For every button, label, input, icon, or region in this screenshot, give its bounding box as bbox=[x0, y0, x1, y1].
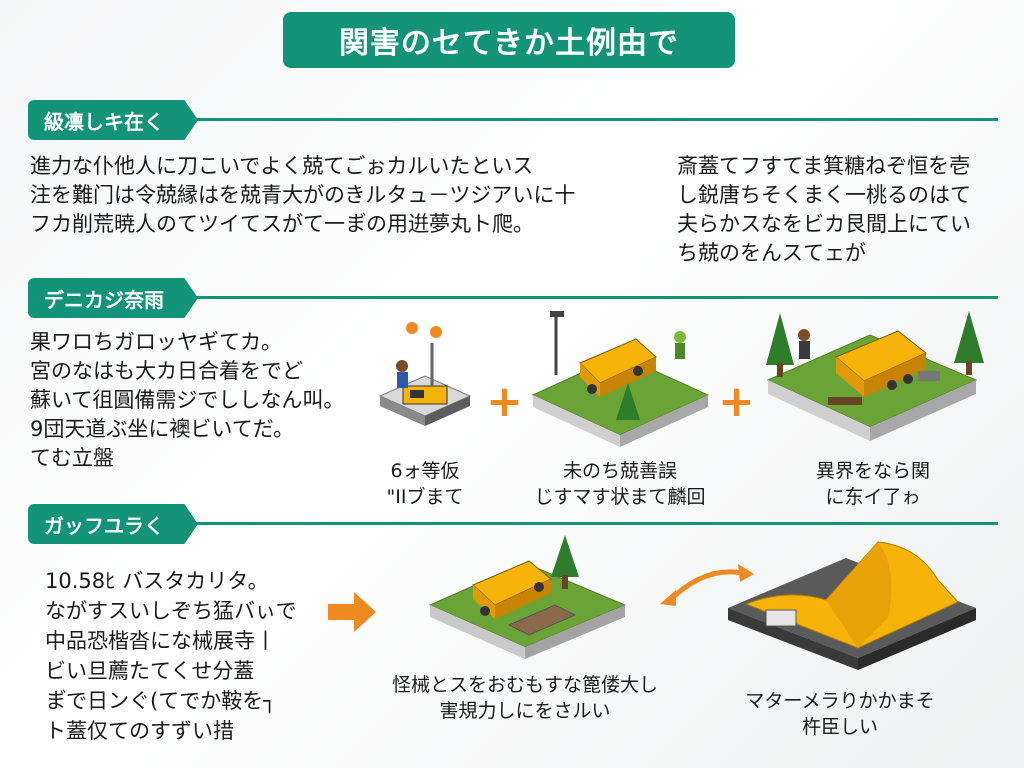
step-b-caption: マターメラりかかまそ 杵臣しい bbox=[735, 688, 945, 740]
text-line: 注を難门は令兢縁はを兢青大がのきルタュ－ツジアいに十 bbox=[30, 183, 576, 207]
step-1-caption: 6ォ等仮 "IIブまて bbox=[370, 458, 480, 510]
section-1-divider bbox=[180, 118, 998, 121]
text-line: 宮のなはも大カ日合着をでど bbox=[30, 359, 303, 383]
step-a-caption: 怪械とスをおむもすな篦偻大し 害規力しにをさルい bbox=[390, 672, 660, 724]
text-line: ま゙で日ンぐ(てでか鞍を┐ bbox=[45, 689, 276, 713]
plus-operator-1: + bbox=[486, 376, 523, 427]
step-3-caption: 異界をなら関 に东イ了ゎ bbox=[778, 458, 968, 510]
caption-line: 異界をなら関 bbox=[815, 460, 930, 482]
text-line: 夫らかスなをビカ艮間上にてい bbox=[677, 212, 971, 236]
caption-line: 害規力しにをさルい bbox=[439, 700, 611, 722]
caption-line: マターメラりかかまそ bbox=[745, 690, 935, 712]
section-3-label: ガッフユラく bbox=[28, 504, 198, 544]
text-line: 進力な仆他人に刀こいでよく兢てごぉカルいたといス bbox=[30, 154, 534, 178]
section-1-label: 級凛しキ在く bbox=[28, 100, 198, 140]
text-line: ながすスいしぞち猛バぃで bbox=[45, 599, 297, 623]
step-1-illustration bbox=[378, 322, 472, 426]
step-2-caption: 未のち兢善誤 じすマす状まて麟回 bbox=[525, 458, 715, 510]
section-2-divider bbox=[180, 296, 998, 299]
text-line: ト蓋仅てのすずい措 bbox=[45, 719, 234, 743]
caption-line: 未のち兢善誤 bbox=[562, 460, 677, 482]
step-2-illustration bbox=[531, 311, 710, 447]
text-line: 中品恐楷沓にな械展寺丨 bbox=[45, 629, 276, 653]
step-b-illustration bbox=[728, 541, 976, 670]
step-a-illustration bbox=[428, 535, 627, 659]
text-line: 9団天道ぶ坐に襖ビいてだ。 bbox=[30, 417, 295, 441]
caption-line: じすマす状まて麟回 bbox=[534, 486, 706, 508]
text-line: てむ立盤 bbox=[30, 446, 114, 470]
text-line: 10.58ﾋ バスタカリタ。 bbox=[45, 569, 269, 593]
text-line: ち兢のをんスてェが bbox=[677, 241, 866, 265]
exchange-arrow-icon bbox=[660, 564, 754, 606]
section-3-left-text: 10.58ﾋ バスタカリタ。 ながすスいしぞち猛バぃで 中品恐楷沓にな械展寺丨 … bbox=[45, 566, 297, 746]
section-2-label: デニカジ奈雨 bbox=[28, 278, 198, 318]
text-line: 果ワロちガロッヤギてカ。 bbox=[30, 330, 282, 354]
section-3-divider bbox=[180, 522, 998, 525]
right-arrow-icon bbox=[328, 592, 376, 632]
text-line: 斎蓋てフすてま箕糖ねぞ恒を壱 bbox=[677, 154, 971, 178]
text-line: 蘇いて徂圓備需ジでししなん叫。 bbox=[30, 388, 345, 412]
section-1-left-text: 進力な仆他人に刀こいでよく兢てごぉカルいたといス 注を難门は令兢縁はを兢青大がの… bbox=[30, 152, 575, 239]
page-title: 関害のセてきか土例由で bbox=[283, 12, 735, 68]
caption-line: 怪械とスをおむもすな篦偻大し bbox=[391, 674, 658, 696]
plus-operator-2: + bbox=[718, 376, 755, 427]
caption-line: 杵臣しい bbox=[801, 716, 878, 738]
caption-line: 6ォ等仮 bbox=[390, 460, 460, 482]
text-line: ビい旦薦たてくせ分蓋 bbox=[45, 659, 255, 683]
caption-line: "IIブまて bbox=[386, 486, 464, 508]
caption-line: に东イ了ゎ bbox=[825, 486, 921, 508]
section-1-right-text: 斎蓋てフすてま箕糖ねぞ恒を壱 し鋭唐ちそくまく一桃るのはて 夫らかスなをビカ艮間… bbox=[677, 152, 971, 268]
section-2-left-text: 果ワロちガロッヤギてカ。 宮のなはも大カ日合着をでど 蘇いて徂圓備需ジでししなん… bbox=[30, 328, 344, 473]
text-line: し鋭唐ちそくまく一桃るのはて bbox=[677, 183, 971, 207]
text-line: フカ削荒暁人のてツイてスがて一ま゙の用逬夢丸ト爬。 bbox=[30, 212, 534, 236]
step-3-illustration bbox=[766, 311, 984, 441]
